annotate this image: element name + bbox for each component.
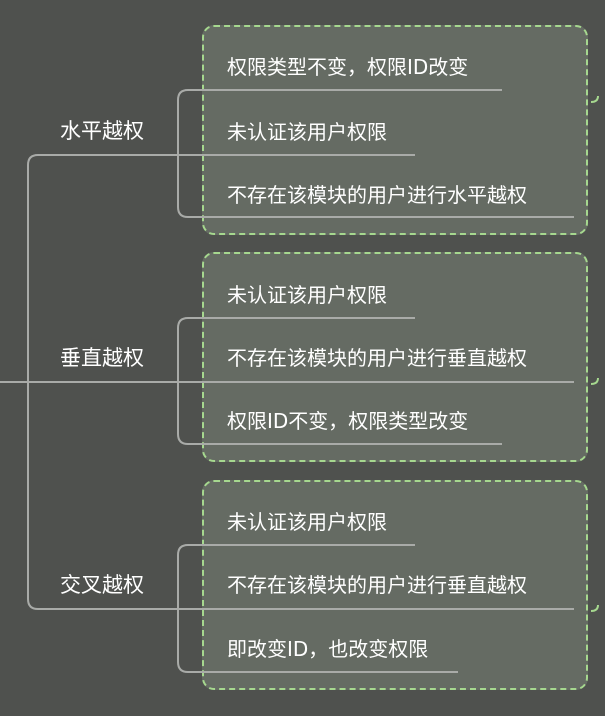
group-box-horizontal <box>202 25 588 235</box>
branch-label-cross: 交叉越权 <box>60 573 144 597</box>
leaf-horizontal-3: 不存在该模块的用户进行水平越权 <box>227 183 527 207</box>
leaf-cross-2: 不存在该模块的用户进行垂直越权 <box>227 573 527 597</box>
trunk-connector <box>27 154 60 382</box>
bracket-horizontal <box>177 89 574 218</box>
leaf-vertical-2: 不存在该模块的用户进行垂直越权 <box>227 346 527 370</box>
group-box-cross <box>202 480 588 690</box>
branch-label-horizontal: 水平越权 <box>60 119 144 143</box>
bracket-cross <box>177 544 574 673</box>
summary-tick-horizontal <box>590 95 599 103</box>
summary-tick-cross <box>590 604 599 612</box>
leaf-horizontal-1: 权限类型不变，权限ID改变 <box>227 55 469 79</box>
leaf-cross-1: 未认证该用户权限 <box>227 510 387 534</box>
branch-label-vertical: 垂直越权 <box>60 346 144 370</box>
trunk-connector-cross <box>27 382 60 610</box>
bracket-vertical <box>177 317 574 445</box>
group-box-vertical <box>202 252 588 462</box>
leaf-vertical-3: 权限ID不变，权限类型改变 <box>227 409 469 433</box>
leaf-vertical-1: 未认证该用户权限 <box>227 283 387 307</box>
leaf-horizontal-2: 未认证该用户权限 <box>227 120 387 144</box>
summary-tick-vertical <box>590 377 599 385</box>
leaf-cross-3: 即改变ID，也改变权限 <box>227 637 429 661</box>
